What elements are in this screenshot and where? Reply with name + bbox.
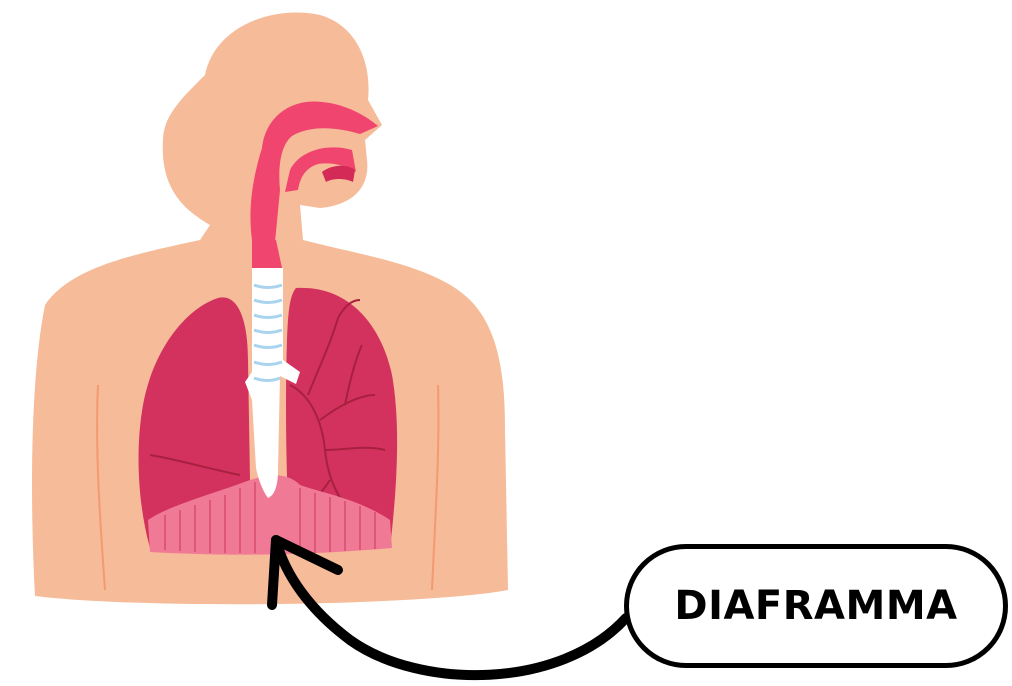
diaphragm-label-box: DIAFRAMMA bbox=[624, 544, 1008, 668]
diaphragm-label: DIAFRAMMA bbox=[674, 583, 957, 629]
